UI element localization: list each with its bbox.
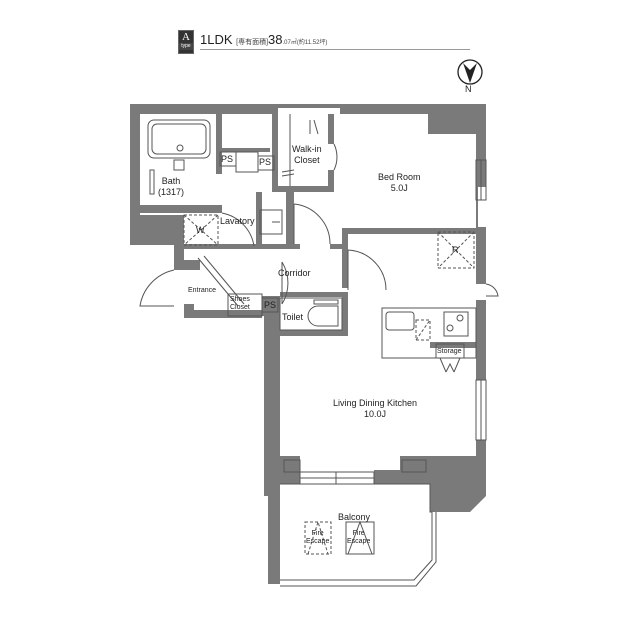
area-tsubo: (約11.52坪) [296,40,328,46]
balcony: Balcony [338,512,371,522]
fire1-line2: Escape [306,538,330,545]
area-label: [専有面積] [236,39,269,46]
walls [130,104,486,584]
fixtures [139,114,499,587]
layout-type: 1LDK [200,32,233,47]
room-entrance: Entrance [188,287,217,294]
compass-icon [457,59,483,85]
compass-label: N [465,84,472,94]
bath-name: Bath [161,176,181,186]
ldk-size: 10.0J [364,409,387,419]
plan-title: 1LDK [専有面積]38.07㎡(約11.52坪) [200,32,327,47]
shoes-line2: Closet [230,304,250,311]
shoes-line1: Shoes [230,296,250,303]
fire2-line2: Escape [347,538,371,545]
bedroom-name: Bed Room [378,172,421,182]
fire-escape-1: Fire Escape [306,530,329,546]
room-toilet: Toilet [282,312,304,322]
plan-header: A type 1LDK [専有面積]38.07㎡(約11.52坪) [178,30,478,54]
room-lavatory: Lavatory [220,216,255,226]
room-corridor: Corridor [278,268,311,278]
ldk-name: Living Dining Kitchen [333,398,418,408]
fire-escape-2: Fire Escape [347,530,370,546]
room-bath: Bath (1317) [158,176,184,198]
ps-1: PS [221,154,234,164]
washer-space: W [196,225,205,235]
north-compass: N [456,58,484,98]
type-badge: A type [178,30,194,54]
fire2-line1: Fire [352,530,365,537]
room-ldk: Living Dining Kitchen 10.0J [333,398,417,420]
room-walkin-closet: Walk-in Closet [292,144,322,166]
area-decimal: .07㎡ [282,40,297,46]
fridge-space: R [452,245,459,255]
type-sub: type [179,43,193,50]
walkin-line2: Closet [294,155,320,165]
ps-2: PS [259,157,272,167]
area-value: 38 [268,32,283,47]
room-bedroom: Bed Room 5.0J [378,172,421,194]
room-shoes-closet: Shoes Closet [230,296,250,312]
fire1-line1: Fire [311,530,324,537]
walkin-line1: Walk-in [292,144,322,154]
type-letter: A [182,31,190,43]
ps-3: PS [264,300,277,310]
storage: Storage [437,348,462,355]
bath-size: (1317) [158,187,185,197]
bedroom-size: 5.0J [390,183,408,193]
header-rule [200,49,470,50]
